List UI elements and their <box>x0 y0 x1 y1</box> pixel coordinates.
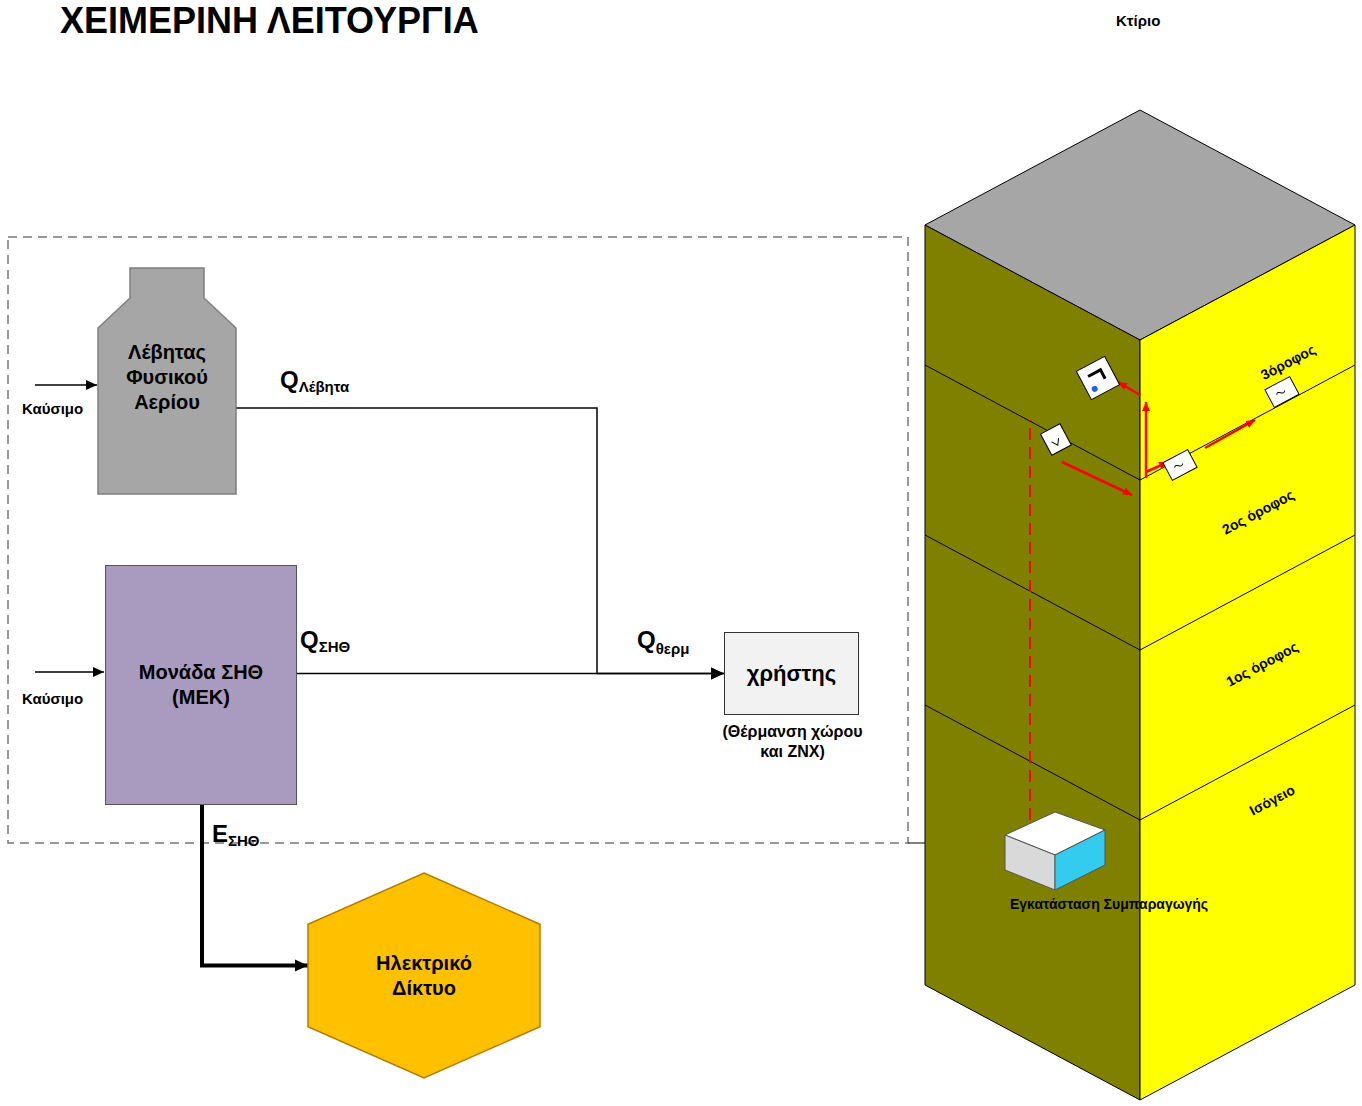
boiler-node: Λέβητας Φυσικού Αερίου <box>98 268 236 494</box>
fuel-label: Καύσιμο <box>22 400 83 417</box>
node-content: χρήστης <box>729 660 854 688</box>
node-content: Μονάδα ΣΗΘ (ΜΕΚ) <box>131 660 271 710</box>
floor-lines <box>925 365 1355 820</box>
right-face <box>1140 225 1355 1100</box>
building-label: Κτίριο <box>1116 12 1160 29</box>
flow-label: Qθερμ <box>637 626 689 657</box>
user-box: χρήστης(Θέρμανση χώρου και ΖΝΧ) <box>724 632 859 715</box>
chp-unit-box: Μονάδα ΣΗΘ (ΜΕΚ) <box>105 565 297 805</box>
node-label: χρήστης <box>729 660 854 688</box>
node-label: Λέβητας Φυσικού Αερίου <box>107 340 227 415</box>
fuel-arrow <box>35 671 104 673</box>
tap-icon <box>1076 356 1119 399</box>
flow-label: QΛέβητα <box>280 366 349 395</box>
node-label: Ηλεκτρικό Δίκτυο <box>349 951 499 1001</box>
node-content: Ηλεκτρικό Δίκτυο <box>349 951 499 1001</box>
flow-label: EΣΗΘ <box>212 820 260 849</box>
node-label: Μονάδα ΣΗΘ (ΜΕΚ) <box>131 660 271 710</box>
fuel-label: Καύσιμο <box>22 690 83 707</box>
flow-connector <box>236 408 724 674</box>
diagram-title: ΧΕΙΜΕΡΙΝΗ ΛΕΙΤΟΥΡΓΙΑ <box>60 0 479 42</box>
node-caption: (Θέρμανση χώρου και ΖΝΧ) <box>715 722 870 762</box>
grid-hexagon: Ηλεκτρικό Δίκτυο <box>308 873 540 1078</box>
cogeneration-unit <box>1005 812 1105 890</box>
flow-label: QΣΗΘ <box>300 626 350 655</box>
riser-pipe <box>1029 420 1031 820</box>
left-face <box>925 225 1140 1100</box>
radiator-icons <box>1041 377 1300 481</box>
node-content: Λέβητας Φυσικού Αερίου <box>107 268 227 415</box>
flow-connector <box>202 805 308 966</box>
system-boundary <box>8 237 908 843</box>
plant-label: Εγκατάσταση Συμπαραγωγής <box>1010 896 1208 912</box>
fuel-arrow <box>35 384 97 386</box>
hex-outline <box>308 873 540 1078</box>
flow-connector <box>297 673 724 675</box>
